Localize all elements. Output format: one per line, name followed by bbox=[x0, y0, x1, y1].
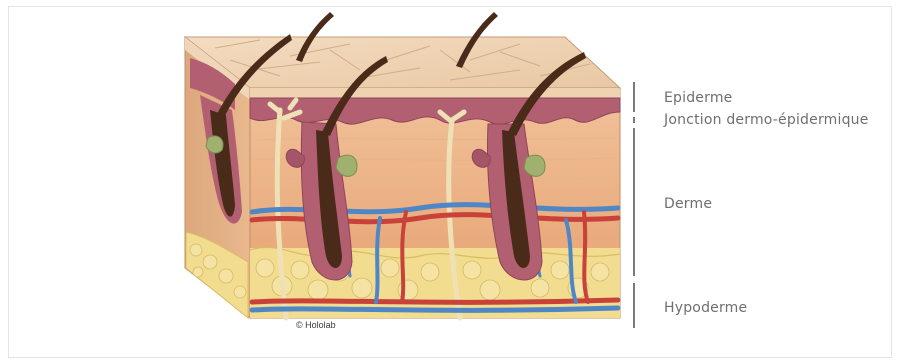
epiderme-label: Epiderme bbox=[664, 90, 732, 106]
illustrator-signature: © Hololab bbox=[296, 320, 336, 330]
epiderme-bracket bbox=[633, 82, 635, 112]
derme-label: Derme bbox=[664, 196, 712, 212]
derme-bracket bbox=[633, 128, 635, 276]
jonction-bracket bbox=[633, 117, 635, 123]
hypoderme-label: Hypoderme bbox=[664, 300, 747, 316]
jonction-label: Jonction dermo-épidermique bbox=[664, 112, 869, 128]
hypoderme-bracket bbox=[633, 283, 635, 328]
